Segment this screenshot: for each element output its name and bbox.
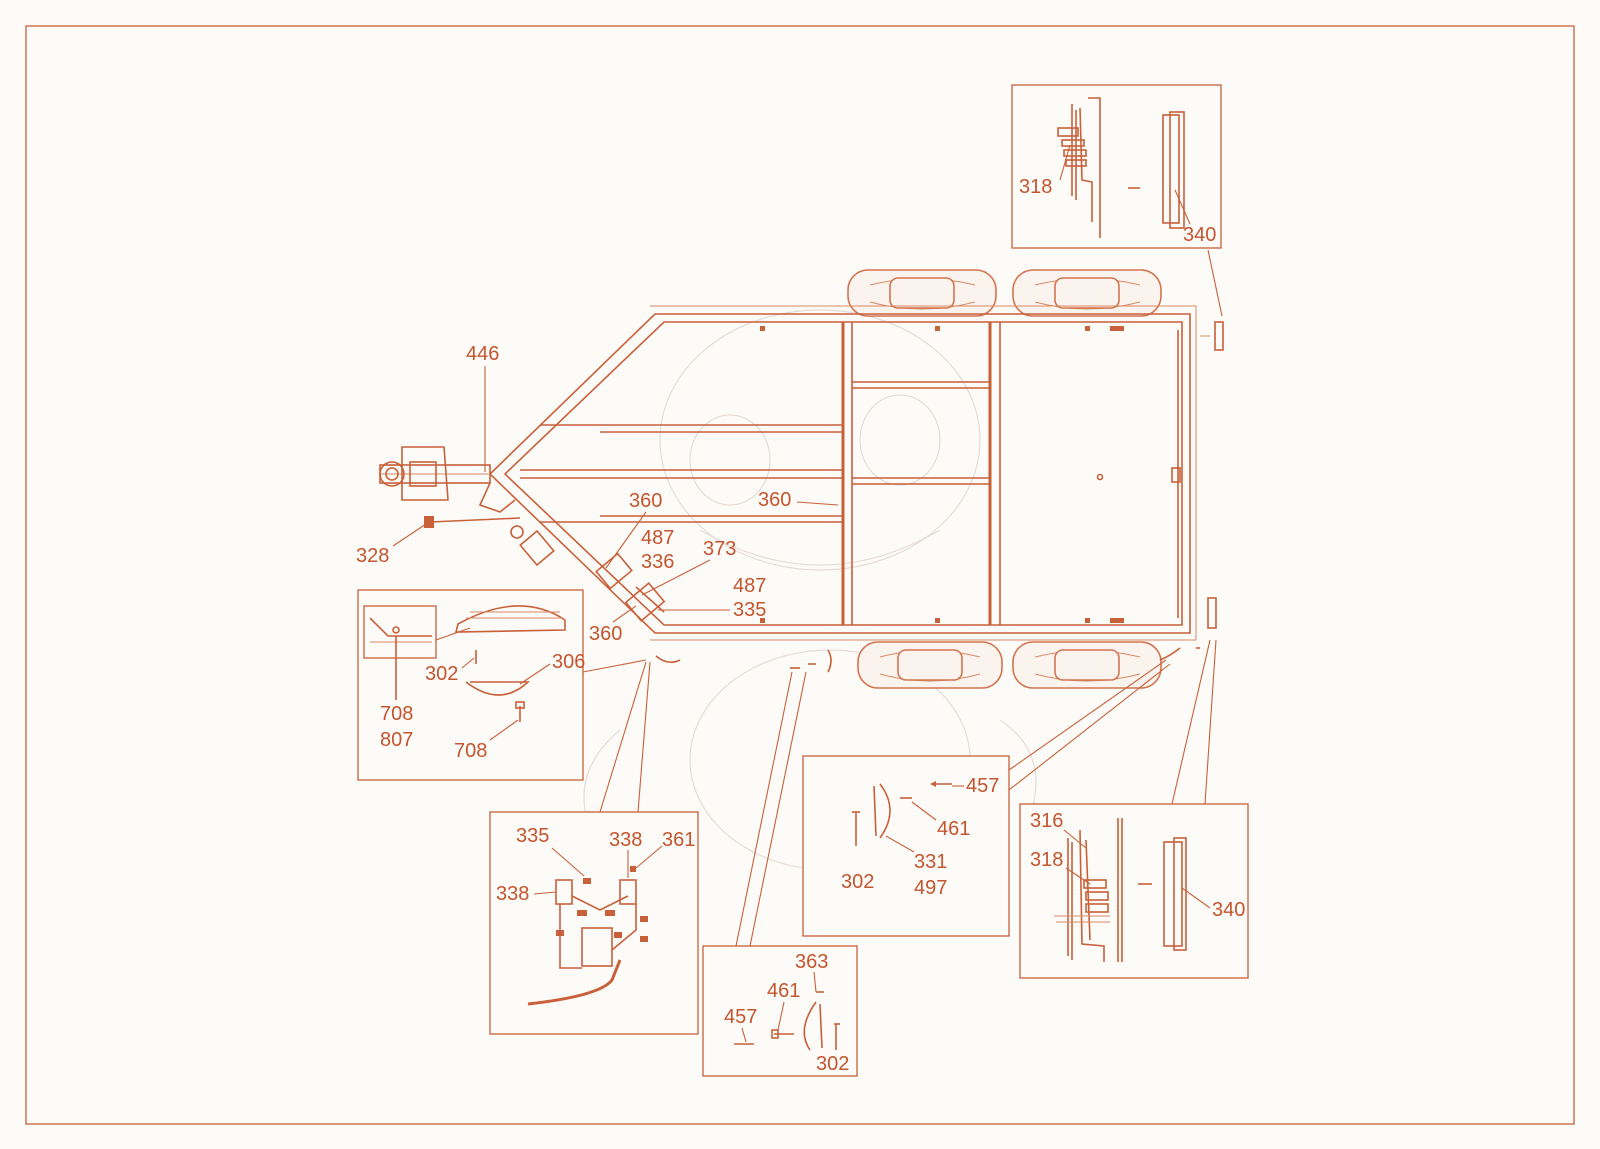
- tire-top-left: [847, 269, 997, 317]
- rivet-row: [760, 326, 1124, 623]
- inset-lamp-right-461: 461: [937, 818, 970, 840]
- trailer-frame: [379, 269, 1224, 689]
- inset-lamp-right-497: 497: [914, 877, 947, 899]
- inset-left-708-lower: 708: [454, 740, 487, 762]
- inset-top-right-318: 318: [1019, 176, 1052, 198]
- inset-left-807: 807: [380, 729, 413, 751]
- callout-360-upper: 360: [629, 490, 662, 512]
- inset-left-306: 306: [552, 651, 585, 673]
- inset-lamp-bottom-461: 461: [767, 980, 800, 1002]
- callout-328: 328: [356, 545, 389, 567]
- tire-bottom-left: [857, 641, 1003, 689]
- callout-360-middle: 360: [758, 489, 791, 511]
- inset-wiring-338-top: 338: [609, 829, 642, 851]
- inset-right-340: 340: [1212, 899, 1245, 921]
- callout-373: 373: [703, 538, 736, 560]
- inset-left-302: 302: [425, 663, 458, 685]
- callout-335: 335: [733, 599, 766, 621]
- callout-336: 336: [641, 551, 674, 573]
- inset-lamp-bottom-457: 457: [724, 1006, 757, 1028]
- inset-wiring: 335 338 361 338: [489, 661, 699, 1035]
- inset-lamp-bottom-302: 302: [816, 1053, 849, 1075]
- callout-487-lower: 487: [733, 575, 766, 597]
- inset-right-316: 316: [1030, 810, 1063, 832]
- inset-top-right: 318 340: [1011, 84, 1223, 317]
- inset-wiring-361: 361: [662, 829, 695, 851]
- inset-right-318: 318: [1030, 849, 1063, 871]
- callout-487-upper: 487: [641, 527, 674, 549]
- inset-top-right-340: 340: [1183, 224, 1216, 246]
- inset-lamp-right-457: 457: [966, 775, 999, 797]
- inset-right: 316 318 340: [1019, 639, 1249, 979]
- tire-top-right: [1012, 269, 1162, 317]
- callout-446: 446: [466, 343, 499, 365]
- main-callouts: 446 328 360 360 487 336 373 487 335 360: [356, 343, 839, 645]
- tire-bottom-right: [1012, 641, 1162, 689]
- inset-lamp-bottom-363: 363: [795, 951, 828, 973]
- callout-360-lower: 360: [589, 623, 622, 645]
- inset-lamp-right: 457 461 302 331 497: [802, 659, 1171, 937]
- inset-left-708-upper: 708: [380, 703, 413, 725]
- inset-lamp-bottom: 363 461 457 302: [702, 671, 858, 1077]
- inset-lamp-right-331: 331: [914, 851, 947, 873]
- inset-wiring-335: 335: [516, 825, 549, 847]
- inset-left: 302 306 708 807 708: [357, 589, 647, 781]
- inset-lamp-right-302: 302: [841, 871, 874, 893]
- page-border: [25, 25, 1575, 1125]
- inset-wiring-338-left: 338: [496, 883, 529, 905]
